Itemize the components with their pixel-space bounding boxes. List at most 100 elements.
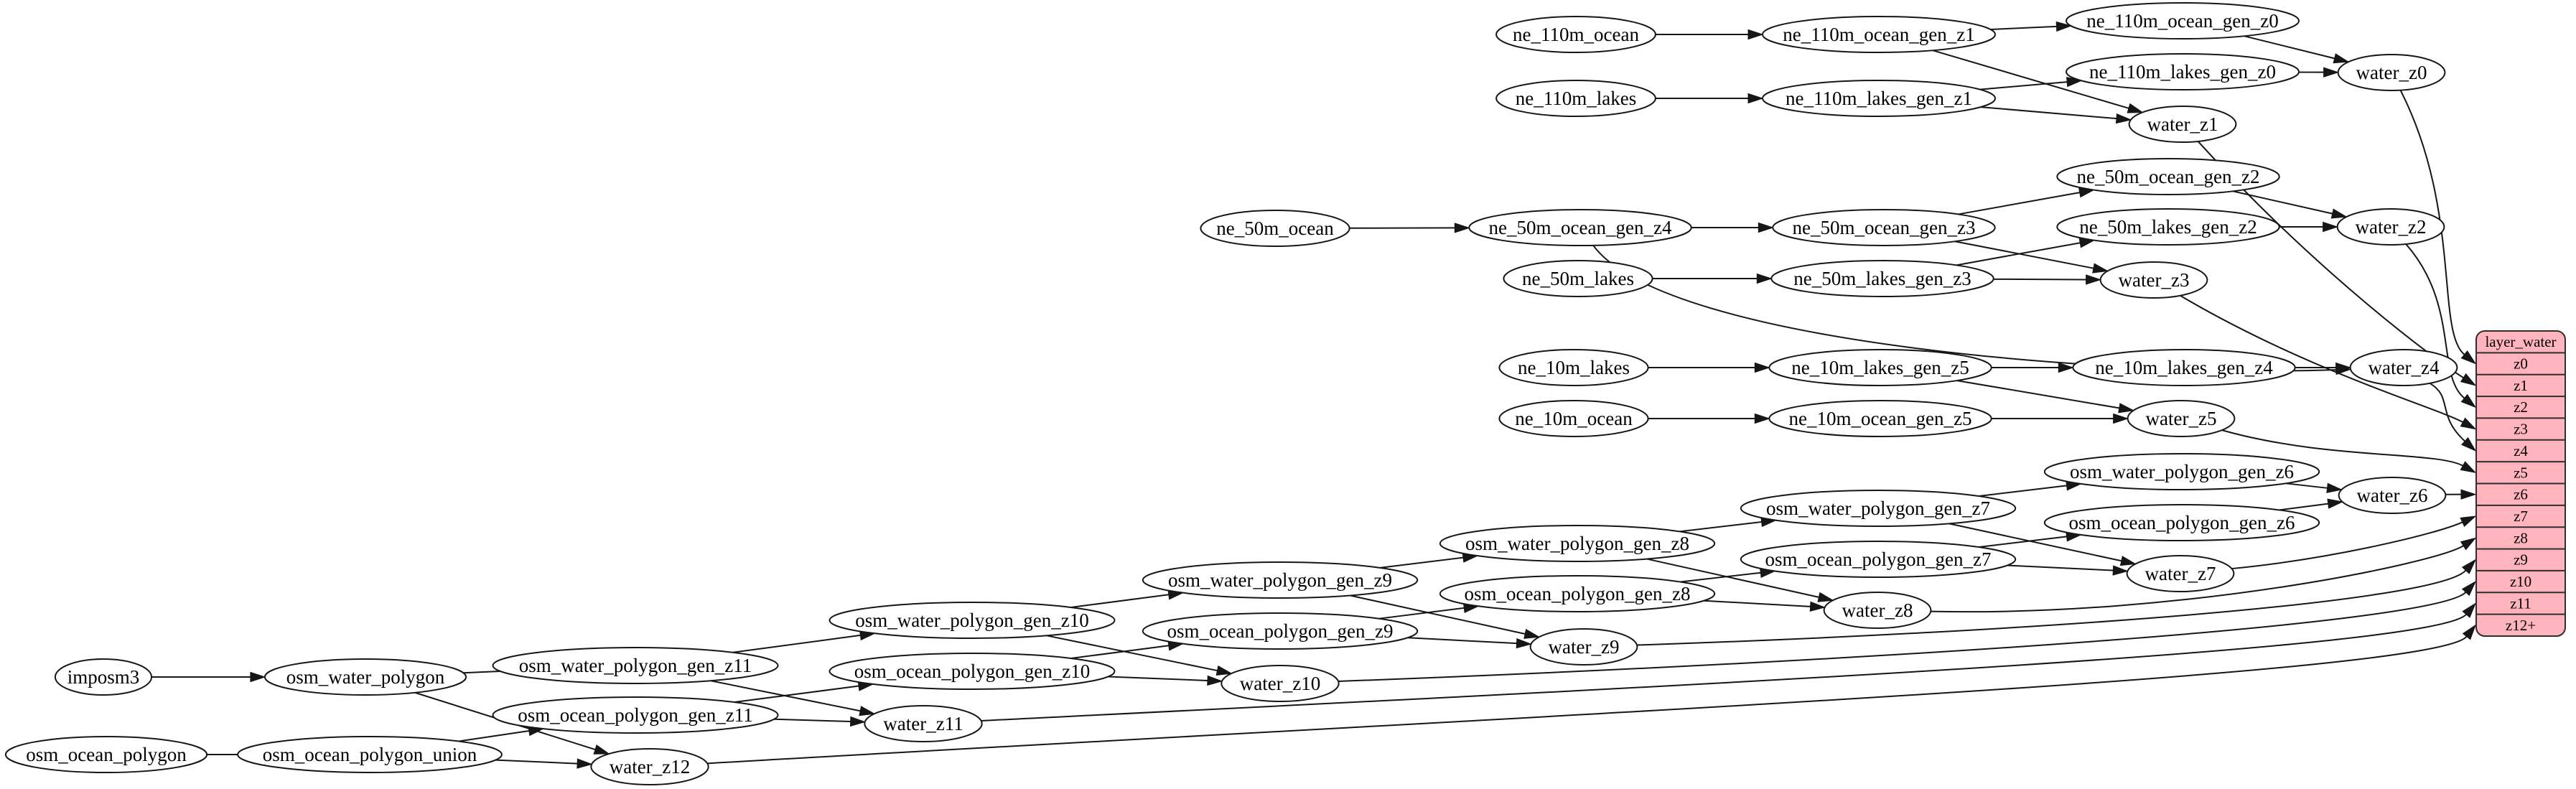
node-ellipse <box>1768 349 1992 386</box>
node-label: osm_ocean_polygon_gen_z9 <box>1167 620 1394 642</box>
arrowhead-icon <box>2115 113 2132 124</box>
edge-ne_50m_ocean_gen_z3-to-water_z3 <box>1954 241 2109 274</box>
node-label: water_z8 <box>1842 599 1913 621</box>
record-row-label: z2 <box>2514 398 2528 416</box>
node-ne_10m_lakes: ne_10m_lakes <box>1498 349 1649 386</box>
node-ellipse <box>1768 400 1992 437</box>
node-label: ne_110m_ocean_gen_z1 <box>1783 24 1974 45</box>
node-label: osm_ocean_polygon_union <box>263 744 477 765</box>
node-osm_ocean_polygon_union: osm_ocean_polygon_union <box>237 736 503 773</box>
edge-imposm3-to-osm_water_polygon <box>151 671 266 683</box>
edge-osm_water_polygon_gen_z9-to-water_z9 <box>1350 594 1541 639</box>
record-row-label: z12+ <box>2506 617 2536 634</box>
node-osm_water_polygon_gen_z8: osm_water_polygon_gen_z8 <box>1439 525 1716 562</box>
node-label: osm_water_polygon_gen_z7 <box>1766 498 1990 519</box>
arrowhead-icon <box>2326 482 2343 493</box>
edge-water_z7-to-layer_water-z7 <box>2231 515 2477 570</box>
edge-ne_10m_ocean_gen_z5-to-water_z5 <box>1991 413 2129 424</box>
edge-ne_50m_ocean_gen_z2-to-water_z2 <box>2232 190 2348 219</box>
arrowhead-icon <box>2127 103 2144 113</box>
layer-water-row-z7: z7 <box>2514 508 2528 525</box>
edge-line <box>1679 520 1762 533</box>
node-water_z6: water_z6 <box>2338 477 2447 514</box>
edge-ne_50m_ocean-to-ne_50m_ocean_gen_z4 <box>1349 223 1470 233</box>
node-ne_110m_ocean_gen_z0: ne_110m_ocean_gen_z0 <box>2066 2 2300 39</box>
node-label: ne_110m_ocean <box>1513 24 1639 45</box>
node-label: water_z11 <box>883 713 963 734</box>
node-label: osm_ocean_polygon_gen_z10 <box>854 660 1090 682</box>
node-ellipse <box>864 705 983 742</box>
node-water_z8: water_z8 <box>1823 592 1932 629</box>
node-ellipse <box>1142 561 1419 599</box>
edge-line <box>1046 635 1218 672</box>
edge-osm_water_polygon_gen_z10-to-water_z10 <box>1046 635 1233 676</box>
nodes-layer: ne_110m_ocean ne_110m_ocean_gen_z1 ne_110m… <box>4 2 2458 785</box>
edge-water_z10-to-layer_water-z10 <box>1338 580 2477 682</box>
node-ne_110m_lakes: ne_110m_lakes <box>1495 80 1656 117</box>
edge-line <box>1980 106 2117 120</box>
node-ellipse <box>1200 210 1350 247</box>
arrowhead-icon <box>2330 208 2348 219</box>
node-label: water_z1 <box>2147 113 2218 135</box>
node-label: ne_10m_ocean <box>1515 408 1633 429</box>
edge-osm_water_polygon_gen_z7-to-water_z7 <box>1949 523 2137 566</box>
edge-water_z0-to-layer_water-z0 <box>2399 90 2477 365</box>
edge-line <box>734 685 859 704</box>
arrowhead-icon <box>2460 489 2477 500</box>
layer-water-row-z12plus: z12+ <box>2506 617 2536 634</box>
edge-line <box>2007 564 2114 571</box>
arrowhead-icon <box>2460 461 2477 474</box>
layer-water-row-z11: z11 <box>2510 594 2531 612</box>
edge-ne_110m_ocean_gen_z1-to-ne_110m_ocean_gen_z0 <box>1990 21 2073 32</box>
node-ne_110m_lakes_gen_z1: ne_110m_lakes_gen_z1 <box>1762 80 1996 117</box>
edge-ne_10m_ocean-to-ne_10m_ocean_gen_z5 <box>1648 413 1770 424</box>
node-ellipse <box>1439 575 1716 612</box>
node-osm_water_polygon_gen_z10: osm_water_polygon_gen_z10 <box>829 602 1116 639</box>
arrowhead-icon <box>2460 515 2477 528</box>
arrowhead-icon <box>2092 263 2109 274</box>
edge-line <box>1979 81 2068 90</box>
node-label: ne_110m_lakes <box>1516 88 1636 109</box>
arrowhead-icon <box>2058 362 2074 373</box>
layer-water-row-z4: z4 <box>2514 442 2528 459</box>
node-water_z3: water_z3 <box>2099 261 2208 299</box>
edge-line <box>458 730 530 742</box>
node-water_z10: water_z10 <box>1221 665 1340 702</box>
node-ellipse <box>1823 592 1932 629</box>
node-osm_water_polygon_gen_z7: osm_water_polygon_gen_z7 <box>1740 490 2017 527</box>
edge-line <box>1338 592 2467 682</box>
node-ellipse <box>1740 490 2017 527</box>
node-osm_ocean_polygon_gen_z6: osm_ocean_polygon_gen_z6 <box>2043 504 2320 541</box>
node-label: water_z5 <box>2146 408 2217 429</box>
record-row-label: z0 <box>2514 355 2528 373</box>
node-ellipse <box>2043 453 2320 490</box>
edge-line <box>2405 243 2465 399</box>
node-ellipse <box>2336 208 2445 246</box>
node-ne_10m_ocean_gen_z5: ne_10m_ocean_gen_z5 <box>1768 400 1992 437</box>
node-ellipse <box>1498 349 1649 386</box>
layer-water-row-z6: z6 <box>2514 486 2528 503</box>
arrowhead-icon <box>2460 537 2477 551</box>
node-imposm3: imposm3 <box>54 658 153 696</box>
record-row-label: z8 <box>2514 529 2528 546</box>
node-osm_water_polygon_gen_z6: osm_water_polygon_gen_z6 <box>2043 453 2320 490</box>
edge-line <box>2244 35 2335 60</box>
node-ellipse <box>54 658 153 696</box>
edge-line <box>2221 429 2463 467</box>
node-water_z11: water_z11 <box>864 705 983 742</box>
edge-line <box>2429 382 2465 442</box>
layer-water-row-z3: z3 <box>2514 421 2528 438</box>
node-ellipse <box>2043 504 2320 541</box>
node-ellipse <box>1503 260 1653 297</box>
edge-osm_ocean_polygon_gen_z7-to-water_z7 <box>2007 564 2129 576</box>
node-label: osm_ocean_polygon_gen_z6 <box>2069 512 2295 533</box>
edge-line <box>1932 50 2129 109</box>
node-label: ne_110m_lakes_gen_z1 <box>1786 88 1972 109</box>
node-label: ne_50m_ocean_gen_z4 <box>1489 217 1672 238</box>
arrowhead-icon <box>1207 675 1223 686</box>
node-water_z1: water_z1 <box>2128 106 2237 143</box>
record-title: layer_water <box>2485 333 2556 350</box>
record-row-label: z11 <box>2510 594 2531 612</box>
edge-water_z4-to-layer_water-z4 <box>2429 382 2477 452</box>
